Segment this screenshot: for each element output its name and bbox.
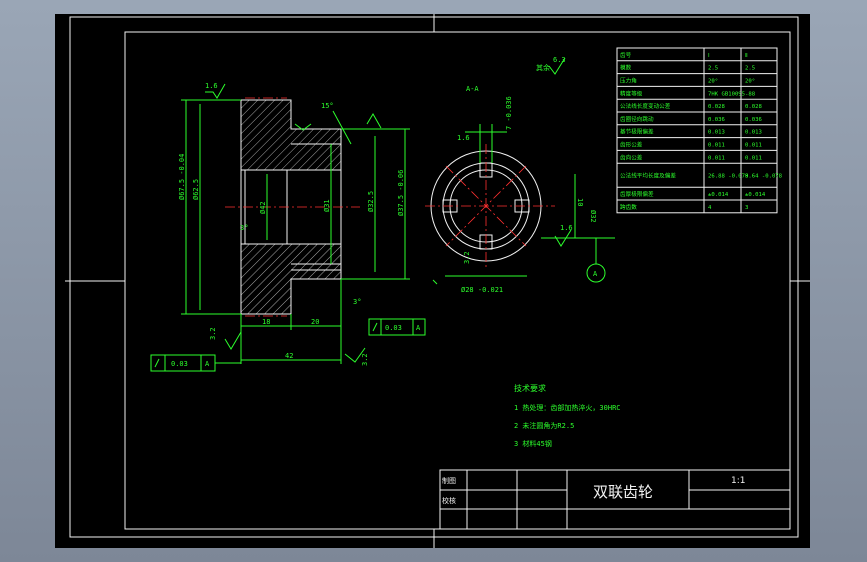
tech-req-item-1: 1 热处理：齿部加热淬火，30HRC bbox=[514, 403, 621, 412]
inner-border bbox=[124, 31, 791, 530]
dim-d-small2: Ø32.5 bbox=[367, 191, 375, 212]
gear-table-cell: 26.88 -0.078 bbox=[708, 174, 749, 180]
gear-table-cell: 模数 bbox=[620, 64, 632, 72]
roughness-32b: 3.2 bbox=[361, 353, 369, 366]
gear-table-cell: 0.028 bbox=[745, 104, 762, 110]
gear-table-cell: 0.011 bbox=[708, 143, 725, 149]
gear-table-cell: 0.013 bbox=[708, 130, 725, 136]
gear-table-cell: 0.013 bbox=[745, 130, 762, 136]
gear-table-cell: Ⅱ bbox=[745, 53, 748, 59]
tolerance-frame-1: 0.03 A bbox=[368, 318, 426, 336]
gear-section-view bbox=[181, 97, 410, 364]
gear-table-cell: ±0.014 bbox=[708, 192, 729, 198]
gear-table-cell: 0.011 bbox=[745, 155, 762, 161]
gear-table-cell: 0.028 bbox=[708, 104, 725, 110]
gear-table-cell: 0.011 bbox=[708, 155, 725, 161]
gear-table-cell: 公法线长度变动公差 bbox=[620, 102, 671, 110]
part-name: 双联齿轮 bbox=[593, 483, 653, 501]
dim-spline-10: 10 bbox=[576, 198, 584, 206]
dim-d-tip-small: Ø37.5 -0.06 bbox=[397, 170, 405, 216]
dim-d-tip-large: Ø67.5 -0.04 bbox=[178, 154, 186, 200]
tech-req-item-3: 3 材料45钢 bbox=[514, 439, 552, 448]
gear-table-cell: 基节极限偏差 bbox=[620, 128, 654, 136]
svg-text:1.6: 1.6 bbox=[560, 224, 573, 232]
roughness-other-label: 其余 bbox=[536, 63, 550, 72]
gear-table-cell: 2.5 bbox=[745, 66, 755, 72]
tech-req-item-2: 2 未注圆角为R2.5 bbox=[514, 421, 574, 430]
svg-text:0.03: 0.03 bbox=[385, 324, 402, 332]
gear-table-cell: 3 bbox=[745, 205, 748, 211]
dim-w-42: 42 bbox=[285, 352, 293, 360]
hatch-top-small bbox=[291, 129, 341, 170]
angle-3a-label: 3° bbox=[353, 298, 361, 306]
outer-frame bbox=[69, 16, 799, 538]
chamfer-spline: 1.6 bbox=[457, 134, 470, 142]
roughness-other-value: 6.3 bbox=[553, 56, 566, 64]
drawn-by-label: 制图 bbox=[442, 476, 456, 485]
spline-section-view bbox=[425, 124, 615, 277]
gear-table-cell: 公法线平均长度及偏差 bbox=[620, 172, 676, 180]
svg-text:A: A bbox=[205, 360, 210, 368]
gear-table-cell: 齿厚极限偏差 bbox=[620, 190, 654, 198]
hatch-bottom-small bbox=[291, 244, 341, 279]
dim-w-20: 20 bbox=[311, 318, 319, 326]
dim-w-18: 18 bbox=[262, 318, 270, 326]
dim-spline-d28: Ø28 -0.021 bbox=[461, 286, 503, 294]
checked-by-label: 校核 bbox=[442, 496, 456, 505]
gear-table-cell: 齿圈径向跳动 bbox=[620, 115, 654, 123]
cad-drawing: Ø67.5 -0.04 Ø62.5 Ø42 Ø31 Ø32.5 Ø37.5 -0… bbox=[65, 14, 810, 548]
gear-table-cell: 精度等级 bbox=[620, 89, 643, 97]
gear-table-cell: 0.036 bbox=[708, 117, 725, 123]
datum-label: A bbox=[593, 270, 598, 278]
dim-spline-7: 7 -0.036 bbox=[505, 96, 513, 130]
hatch-top bbox=[241, 100, 291, 170]
hatch-bottom bbox=[241, 244, 291, 314]
gear-table-cell: 20° bbox=[745, 79, 755, 85]
svg-text:A: A bbox=[416, 324, 421, 332]
roughness-32c: 3.2 bbox=[463, 251, 471, 264]
drawing-sheet: Ø67.5 -0.04 Ø62.5 Ø42 Ø31 Ø32.5 Ø37.5 -0… bbox=[55, 14, 810, 548]
gear-table-cell: 4 bbox=[708, 205, 712, 211]
dim-d-bore: Ø42 bbox=[259, 201, 267, 214]
gear-table-cell: 0.036 bbox=[745, 117, 762, 123]
gear-table-cell: 齿向公差 bbox=[620, 153, 643, 161]
gear-table-cell: 9.64 -0.078 bbox=[745, 174, 783, 180]
roughness-32a: 3.2 bbox=[209, 327, 217, 340]
scale-label: 1:1 bbox=[731, 476, 745, 486]
angle-15-label: 15° bbox=[321, 102, 334, 110]
gear-table-cell: Ⅰ bbox=[708, 53, 710, 59]
gear-table-cell: 压力角 bbox=[620, 77, 637, 85]
angle-3b-label: 3° bbox=[240, 224, 248, 232]
gear-table-cell: 跨齿数 bbox=[620, 203, 637, 211]
gear-table-cell: 齿号 bbox=[620, 52, 632, 59]
datum-circle bbox=[586, 263, 606, 283]
gear-parameter-table: 齿号 Ⅰ Ⅱ 模数 2.5 2.5 压力角 20° 20° 精度等级 7HK GB10095-88 公… bbox=[616, 47, 783, 214]
svg-text:0.03: 0.03 bbox=[171, 360, 188, 368]
tolerance-frame-2: 0.03 A bbox=[150, 354, 241, 372]
dim-spline-d32: Ø32 bbox=[589, 210, 597, 223]
tech-req-heading: 技术要求 bbox=[514, 383, 546, 393]
gear-table-cell: 0.011 bbox=[745, 143, 762, 149]
gear-table-cell: ±0.014 bbox=[745, 192, 766, 198]
chamfer-label: 1.6 bbox=[205, 82, 218, 90]
dim-d-small: Ø31 bbox=[323, 199, 331, 212]
gear-table-cell: 20° bbox=[708, 79, 718, 85]
section-label: A-A bbox=[466, 85, 479, 93]
gear-table-cell: 齿形公差 bbox=[620, 141, 643, 149]
gear-table-cell: 7HK GB10095-88 bbox=[708, 91, 756, 97]
gear-table-cell: 2.5 bbox=[708, 66, 718, 72]
dim-d-root-large: Ø62.5 bbox=[192, 179, 200, 200]
title-block bbox=[439, 469, 791, 530]
